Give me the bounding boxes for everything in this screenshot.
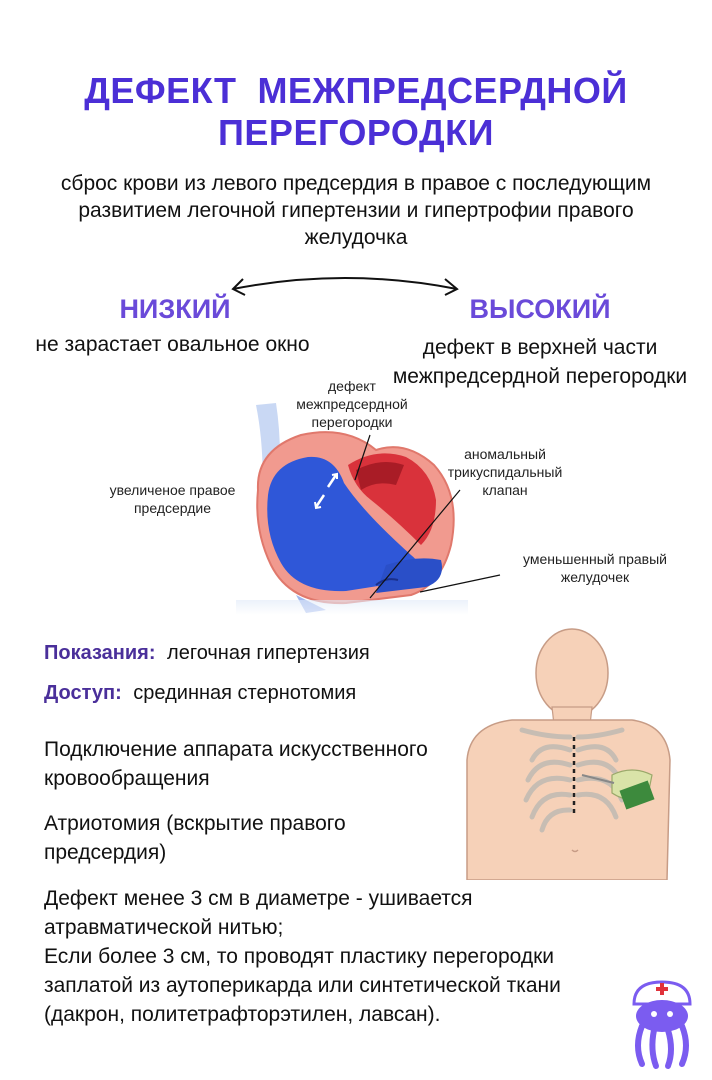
- medic-octopus-logo: [632, 980, 692, 1069]
- closure-small-defect: Дефект менее 3 см в диаметре - ушивается…: [44, 887, 473, 939]
- access-row: Доступ: срединная стернотомия: [44, 680, 484, 706]
- title-line-2: ПЕРЕГОРОДКИ: [218, 112, 494, 153]
- indications-label: Показания:: [44, 642, 156, 664]
- type-low-desc: не зарастает овальное окно: [35, 333, 310, 356]
- label-right-ventricle: уменьшенный правый желудочек: [522, 551, 667, 585]
- heart-illustration: [236, 403, 468, 615]
- heart-pointer-lines: [354, 434, 501, 599]
- step-bypass: Подключение аппарата искусственного кров…: [44, 738, 428, 790]
- access-value: срединная стернотомия: [133, 682, 357, 704]
- type-low-heading: НИЗКИЙ: [119, 294, 231, 324]
- label-septal-defect: дефект межпредсердной перегородки: [296, 378, 408, 430]
- step-atriotomy: Атриотомия (вскрытие правого предсердия): [44, 812, 346, 864]
- closure-large-defect: Если более 3 см, то проводят пластику пе…: [44, 945, 561, 1026]
- type-high-heading: ВЫСОКИЙ: [469, 294, 611, 324]
- double-arrow-icon: [231, 277, 459, 296]
- type-high-desc: дефект в верхней части межпредсердной пе…: [392, 336, 688, 388]
- label-right-atrium: увеличеное правое предсердие: [109, 482, 236, 516]
- title-line-1: ДЕФЕКТ МЕЖПРЕДСЕРДНОЙ: [84, 70, 628, 111]
- indications-value: легочная гипертензия: [167, 642, 370, 664]
- access-label: Доступ:: [44, 682, 122, 704]
- label-tricuspid-valve: аномальный трикуспидальный клапан: [447, 446, 563, 498]
- sternotomy-illustration: [466, 628, 671, 880]
- definition-text: сброс крови из левого предсердия в право…: [60, 172, 652, 249]
- indications-row: Показания: легочная гипертензия: [44, 640, 484, 666]
- page-title: ДЕФЕКТ МЕЖПРЕДСЕРДНОЙ ПЕРЕГОРОДКИ: [0, 70, 712, 154]
